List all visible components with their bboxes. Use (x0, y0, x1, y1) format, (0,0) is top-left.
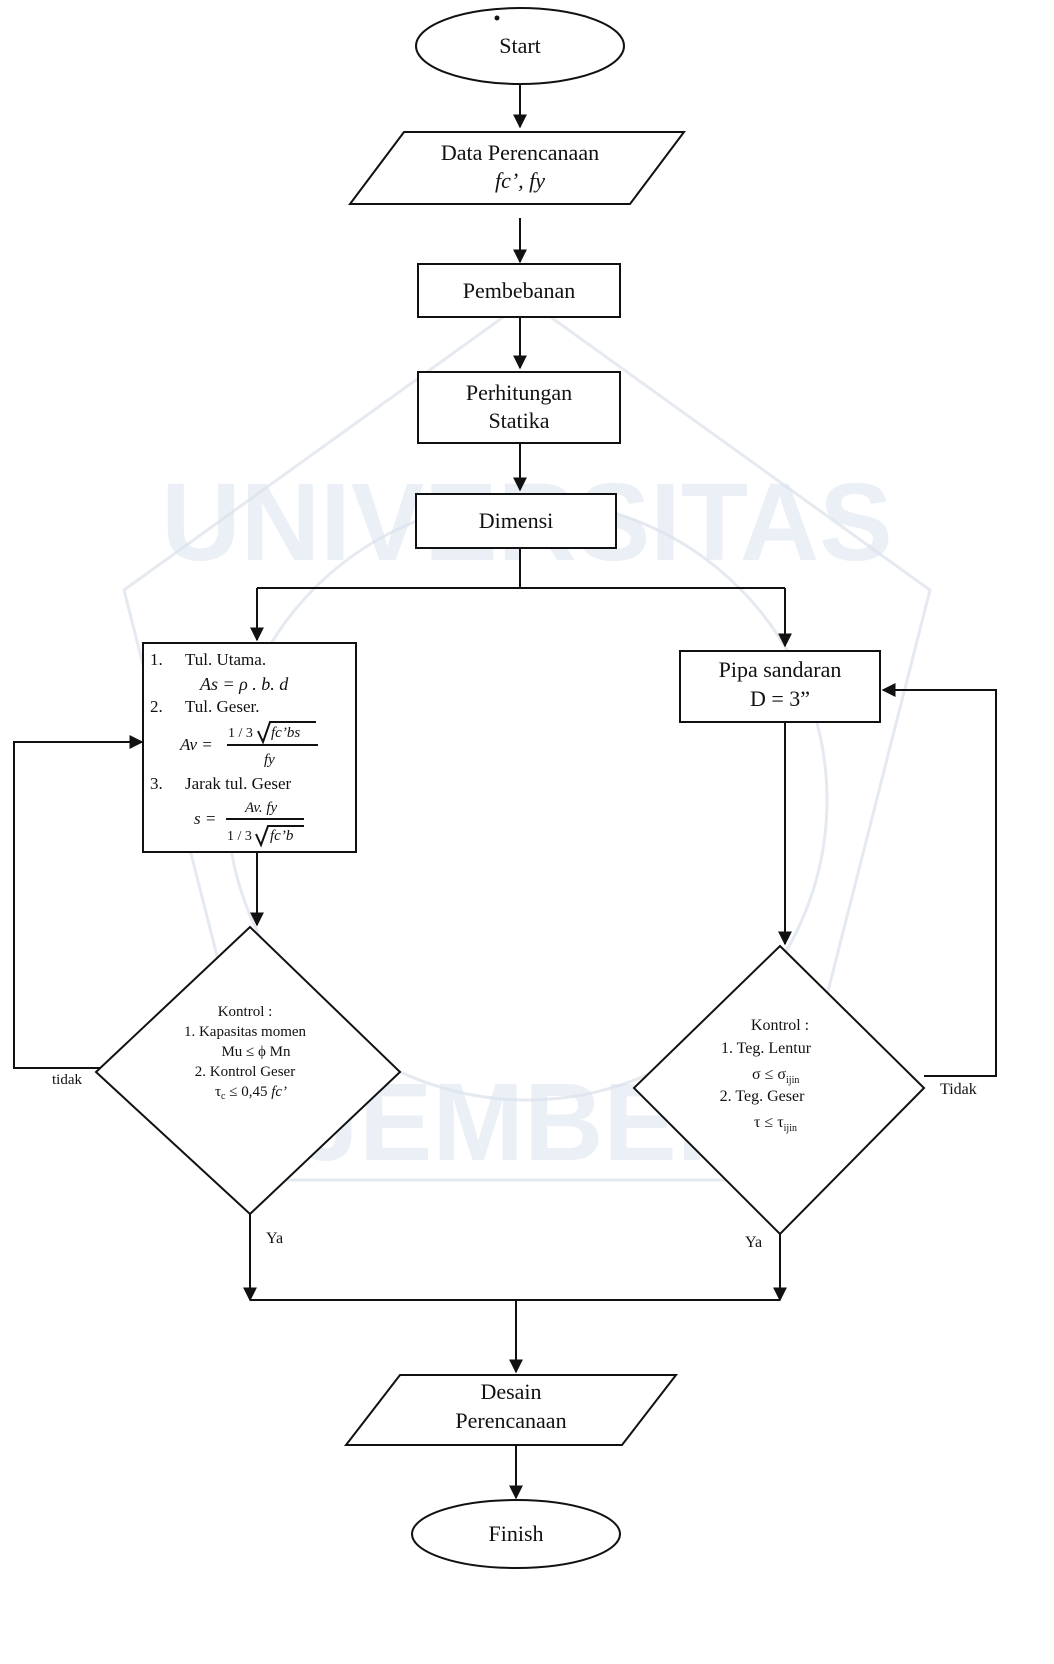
kontrol-right-line1: 1. Teg. Lentur (721, 1040, 812, 1057)
data-perencanaan-input: Data Perencanaan fc’, fy (348, 131, 686, 205)
kontrol-left-tau: τ (215, 1084, 221, 1100)
tul-item1-number: 1. (150, 650, 163, 669)
kontrol-left-line4: τc ≤ 0,45 fc’ (215, 1084, 287, 1102)
statika-label-line1: Perhitungan (466, 380, 572, 405)
kontrol-left-decision: Kontrol : 1. Kapasitas momen Mu ≤ ϕ Mn 2… (94, 925, 402, 1216)
statika-label-line2: Statika (488, 408, 549, 433)
data-perencanaan-title: Data Perencanaan (441, 140, 599, 165)
start-label: Start (499, 33, 541, 58)
pipa-label-line2: D = 3” (750, 686, 810, 711)
tulangan-process: 1. Tul. Utama. As = ρ . b. d 2. Tul. Ges… (142, 642, 357, 853)
tul-item3-lhs: s = (194, 809, 216, 828)
tul-item3-denominator-b: fc’b (270, 828, 294, 844)
tul-item3-denominator-a: 1 / 3 (227, 829, 252, 844)
pipa-label-line1: Pipa sandaran (719, 657, 842, 682)
kontrol-right-line2: σ ≤ σijin (752, 1066, 799, 1086)
tul-item2-numerator-a: 1 / 3 (228, 726, 253, 741)
pembebanan-process: Pembebanan (417, 263, 621, 318)
pembebanan-label: Pembebanan (463, 278, 575, 303)
kontrol-left-fc: fc’ (271, 1084, 287, 1100)
kontrol-right-line3: 2. Teg. Geser (720, 1088, 805, 1105)
kontrol-left-line1: 1. Kapasitas momen (184, 1024, 307, 1040)
perhitungan-statika-process: Perhitungan Statika (417, 371, 621, 444)
tul-item2-sqrt (257, 721, 316, 745)
edge-label-tidak-right: Tidak (940, 1081, 977, 1098)
finish-terminal: Finish (411, 1499, 621, 1569)
edge-label-tidak-left: tidak (52, 1072, 82, 1088)
tul-item2-number: 2. (150, 697, 163, 716)
pipa-sandaran-process: Pipa sandaran D = 3” (679, 650, 881, 723)
finish-label: Finish (488, 1521, 543, 1546)
edge-label-ya-right: Ya (745, 1234, 762, 1251)
dimensi-process: Dimensi (415, 493, 617, 549)
kontrol-right-title: Kontrol : (751, 1017, 809, 1034)
kontrol-right-decision: Kontrol : 1. Teg. Lentur σ ≤ σijin 2. Te… (632, 944, 926, 1236)
data-perencanaan-vars: fc’, fy (495, 168, 545, 193)
kontrol-right-line4: τ ≤ τijin (754, 1114, 797, 1134)
tul-item2-lhs: Av = (179, 735, 213, 754)
kontrol-right-tau: τ ≤ τ (754, 1114, 784, 1131)
tul-item3-label: Jarak tul. Geser (185, 774, 292, 793)
desain-label-line2: Perencanaan (455, 1408, 566, 1433)
kontrol-right-sigma-sub: ijin (786, 1075, 799, 1086)
kontrol-left-limit: ≤ 0,45 (225, 1084, 271, 1100)
tul-item2-denominator: fy (264, 752, 275, 768)
tul-item3-sqrt (255, 825, 304, 848)
edge-label-ya-left: Ya (266, 1230, 283, 1247)
tul-item2-numerator-b: fc’bs (271, 725, 300, 741)
dimensi-label: Dimensi (479, 508, 554, 533)
kontrol-left-title: Kontrol : (218, 1004, 273, 1020)
kontrol-left-tau-sub: c (221, 1091, 226, 1102)
kontrol-right-sigma: σ ≤ σ (752, 1066, 786, 1083)
kontrol-right-tau-sub: ijin (784, 1123, 797, 1134)
tul-item1-formula: As = ρ . b. d (199, 674, 289, 694)
loop-right-tidak (881, 683, 997, 1077)
tul-item3-numerator: Av. fy (244, 800, 278, 816)
connectors (13, 84, 997, 1500)
tul-item1-label: Tul. Utama. (185, 650, 266, 669)
kontrol-left-line3: 2. Kontrol Geser (195, 1064, 295, 1080)
desain-label-line1: Desain (480, 1379, 541, 1404)
tul-item2-label: Tul. Geser. (185, 697, 259, 716)
kontrol-left-line2: Mu ≤ ϕ Mn (221, 1044, 291, 1060)
start-terminal: Start (415, 7, 625, 85)
loop-left-tidak (13, 735, 144, 1069)
tul-item3-number: 3. (150, 774, 163, 793)
desain-perencanaan-output: Desain Perencanaan (343, 1374, 679, 1446)
